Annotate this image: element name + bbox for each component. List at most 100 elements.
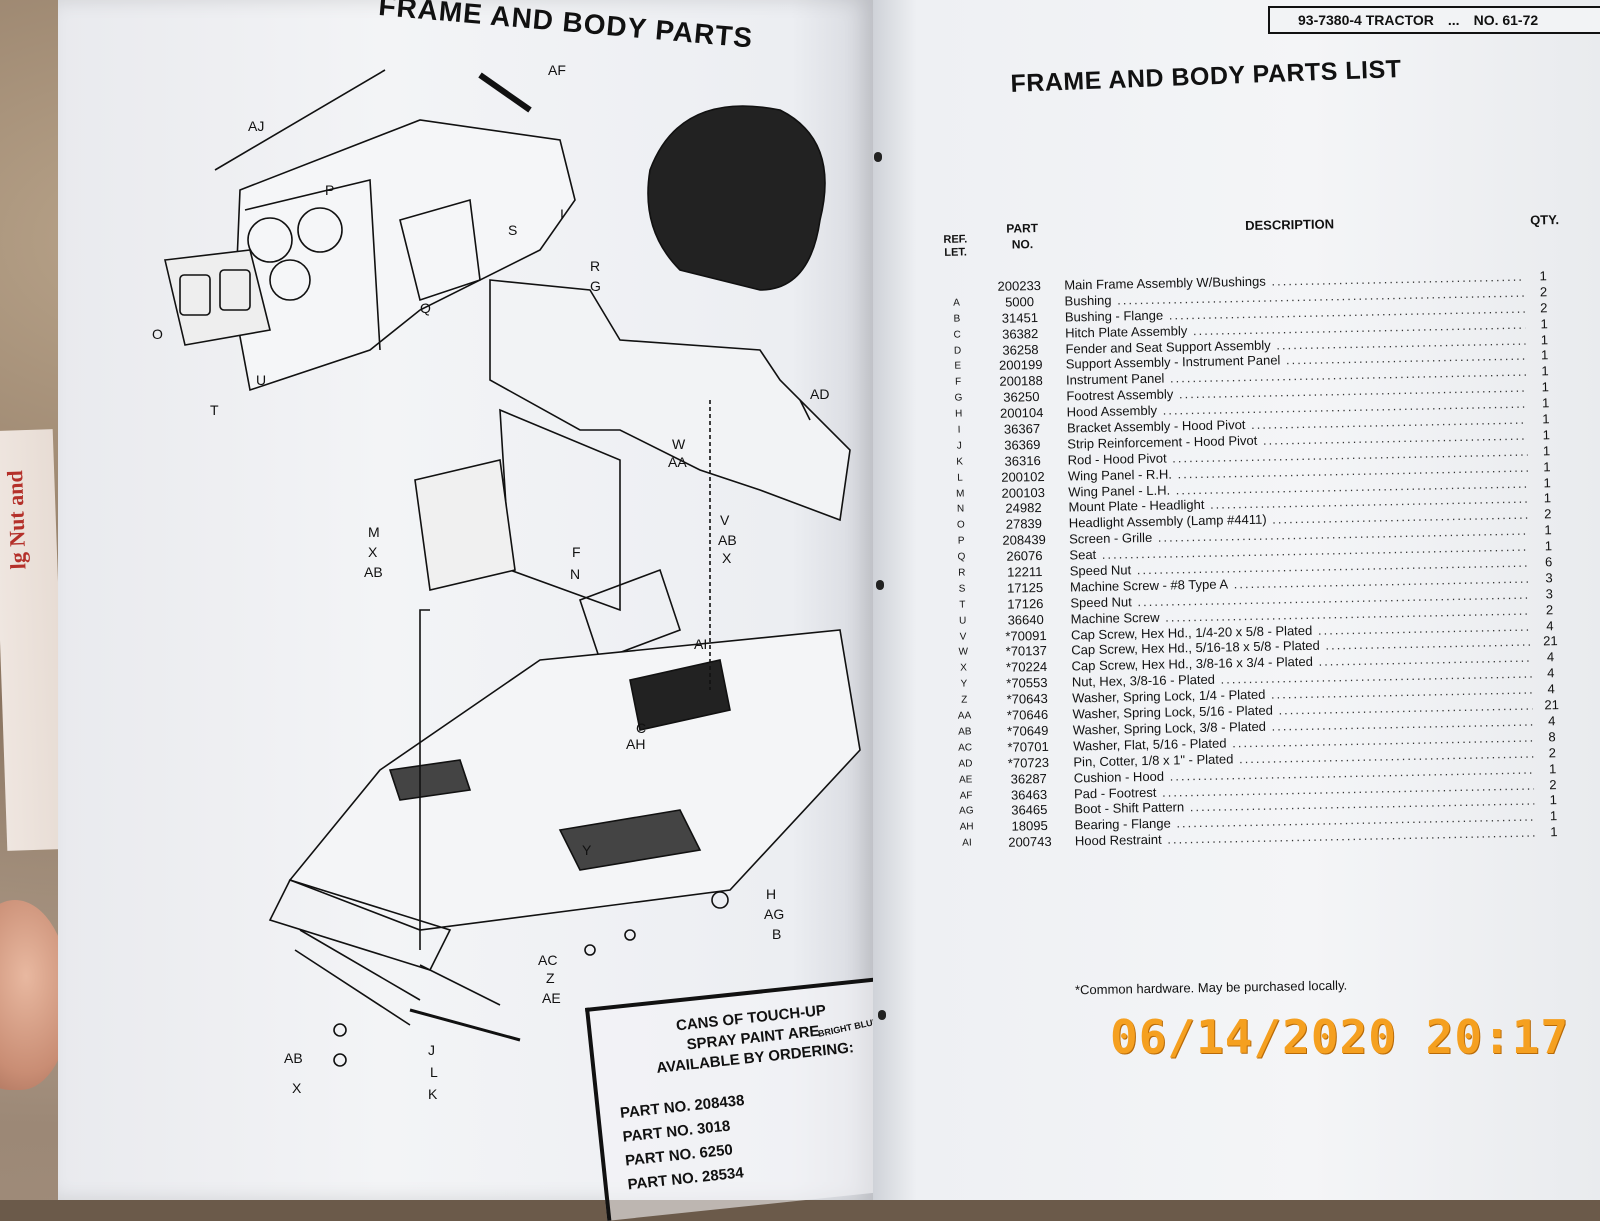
callout-s: S bbox=[508, 222, 517, 238]
callout-af: AF bbox=[548, 62, 566, 78]
ref-letter: E bbox=[946, 359, 970, 375]
ref-letter: P bbox=[949, 534, 973, 550]
callout-x-2: X bbox=[368, 544, 377, 560]
part-quantity: 2 bbox=[1545, 745, 1559, 761]
part-number: 200199 bbox=[988, 357, 1054, 374]
callout-o: O bbox=[152, 326, 163, 342]
part-quantity: 1 bbox=[1538, 364, 1552, 380]
part-quantity: 1 bbox=[1537, 316, 1551, 332]
seat bbox=[648, 106, 825, 290]
col-qty: QTY. bbox=[1530, 212, 1559, 228]
part-number: 200104 bbox=[989, 405, 1055, 422]
ref-letter: AG bbox=[954, 804, 978, 820]
part-quantity: 1 bbox=[1538, 348, 1552, 364]
callout-g: G bbox=[590, 278, 601, 294]
part-number: 26076 bbox=[991, 548, 1057, 565]
part-quantity: 4 bbox=[1543, 650, 1557, 666]
ref-letter: Z bbox=[952, 692, 976, 708]
paint-box-heading: CANS OF TOUCH-UP SPRAY PAINT ARE AVAILAB… bbox=[651, 998, 856, 1079]
part-number: 31451 bbox=[987, 310, 1053, 327]
callout-ab-2: AB bbox=[364, 564, 383, 580]
ref-letter: AC bbox=[953, 740, 977, 756]
callout-j: J bbox=[428, 1042, 435, 1058]
ref-letter: L bbox=[948, 470, 972, 486]
part-number: 12211 bbox=[992, 564, 1058, 581]
ref-letter: AB bbox=[953, 724, 977, 740]
instrument-panel bbox=[580, 570, 680, 660]
part-number: 36369 bbox=[989, 437, 1055, 454]
part-quantity: 21 bbox=[1544, 697, 1558, 713]
ref-letter: T bbox=[950, 597, 974, 613]
part-quantity: 3 bbox=[1542, 586, 1556, 602]
callout-t: T bbox=[210, 402, 219, 418]
strip-reinforcement bbox=[420, 965, 500, 1005]
callout-u: U bbox=[256, 372, 266, 388]
parts-table: REF. LET. PART NO. DESCRIPTION QTY. 2002… bbox=[935, 208, 1587, 852]
part-quantity: 1 bbox=[1539, 427, 1553, 443]
ref-letter: AF bbox=[954, 788, 978, 804]
part-quantity: 1 bbox=[1541, 522, 1555, 538]
binding-dot bbox=[876, 580, 884, 590]
part-number: *70137 bbox=[993, 643, 1059, 660]
part-number: *70224 bbox=[993, 659, 1059, 676]
ref-letter: I bbox=[947, 422, 971, 438]
part-quantity: 1 bbox=[1541, 538, 1555, 554]
part-number: 17125 bbox=[992, 580, 1058, 597]
part-number: 36465 bbox=[996, 802, 1062, 819]
ref-letter: F bbox=[946, 375, 970, 391]
callout-l: L bbox=[430, 1064, 438, 1080]
part-quantity: 2 bbox=[1541, 507, 1555, 523]
camera-timestamp: 06/14/2020 20:17 bbox=[1110, 1010, 1569, 1064]
callout-w: W bbox=[672, 436, 685, 452]
ref-letter: D bbox=[945, 343, 969, 359]
ref-letter: X bbox=[951, 661, 975, 677]
callout-c: C bbox=[636, 720, 646, 736]
part-number: 200743 bbox=[997, 834, 1063, 851]
ref-letter: R bbox=[950, 565, 974, 581]
ref-letter: AH bbox=[955, 820, 979, 836]
ref-letter: A bbox=[944, 295, 968, 311]
part-quantity: 4 bbox=[1544, 665, 1558, 681]
part-quantity: 2 bbox=[1542, 602, 1556, 618]
callout-z: Z bbox=[546, 970, 555, 986]
col-ref: REF. LET. bbox=[935, 233, 975, 260]
hood-pivot-rod bbox=[410, 1010, 520, 1040]
part-quantity: 1 bbox=[1540, 491, 1554, 507]
part-quantity: 8 bbox=[1545, 729, 1559, 745]
callout-aj: AJ bbox=[248, 118, 264, 134]
part-quantity: 4 bbox=[1545, 713, 1559, 729]
ref-letter: M bbox=[948, 486, 972, 502]
ref-letter: S bbox=[950, 581, 974, 597]
touch-up-paint-box: CANS OF TOUCH-UP SPRAY PAINT ARE AVAILAB… bbox=[585, 976, 910, 1221]
manual-header-tag: 93-7380-4 TRACTOR ... NO. 61-72 bbox=[1268, 6, 1600, 34]
part-number: 17126 bbox=[992, 596, 1058, 613]
binding-dot bbox=[878, 1010, 886, 1020]
part-number: 27839 bbox=[991, 516, 1057, 533]
part-number: 208439 bbox=[991, 532, 1057, 549]
part-quantity: 2 bbox=[1546, 777, 1560, 793]
part-quantity: 6 bbox=[1542, 554, 1556, 570]
callout-x-3: X bbox=[292, 1080, 301, 1096]
ref-letter: K bbox=[948, 454, 972, 470]
part-number: *70553 bbox=[994, 675, 1060, 692]
col-part: PART NO. bbox=[997, 220, 1048, 253]
callout-m: M bbox=[368, 524, 380, 540]
part-quantity: 21 bbox=[1543, 634, 1557, 650]
paint-part-3: PART NO. 6250 bbox=[624, 1141, 733, 1169]
ref-letter: N bbox=[948, 502, 972, 518]
hood-cushion bbox=[480, 75, 530, 110]
callout-ab-3: AB bbox=[284, 1050, 303, 1066]
ref-letter: AA bbox=[952, 708, 976, 724]
exploded-diagram bbox=[120, 50, 880, 1140]
callout-b: B bbox=[772, 926, 781, 942]
wing-panel bbox=[415, 460, 515, 590]
ref-letter: Q bbox=[949, 549, 973, 565]
callout-ai: AI bbox=[694, 636, 707, 652]
part-number: 36316 bbox=[989, 453, 1055, 470]
callout-ae: AE bbox=[542, 990, 561, 1006]
part-number: *70646 bbox=[994, 707, 1060, 724]
part-number: *70701 bbox=[995, 739, 1061, 756]
callout-k: K bbox=[428, 1086, 437, 1102]
callout-i: I bbox=[560, 206, 564, 222]
part-quantity: 4 bbox=[1544, 681, 1558, 697]
